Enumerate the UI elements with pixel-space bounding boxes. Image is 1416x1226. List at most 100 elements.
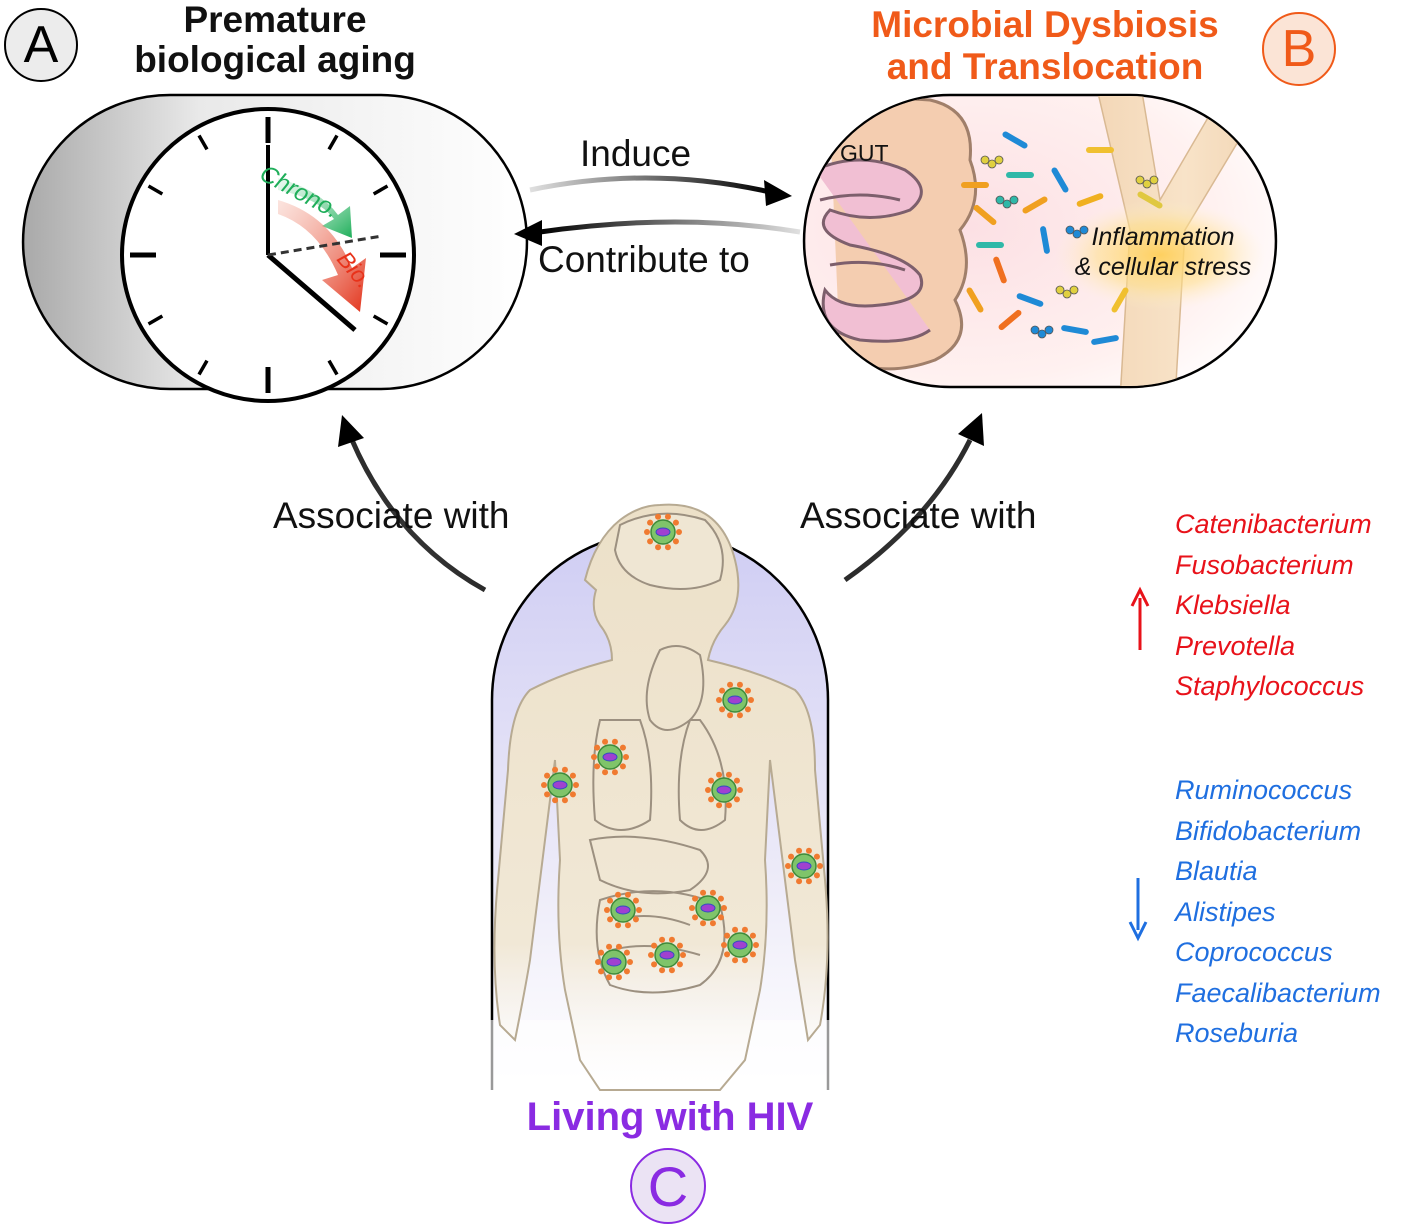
bacterium xyxy=(1006,172,1034,178)
coccus xyxy=(1069,285,1079,295)
clock-tick xyxy=(147,314,164,326)
badge-c: C xyxy=(630,1148,706,1224)
coccus xyxy=(1037,329,1047,339)
human-body xyxy=(493,503,829,1091)
hiv-virus-icon xyxy=(689,889,727,927)
arrow-associate-right xyxy=(843,413,984,583)
inflammation-line2: & cellular stress xyxy=(1074,253,1252,281)
clock-minute-hand xyxy=(266,253,357,332)
coccus xyxy=(1142,179,1152,189)
genus-item: Ruminococcus xyxy=(1175,775,1353,805)
coccus xyxy=(994,155,1004,165)
coccus xyxy=(987,159,997,169)
genus-item: Coprococcus xyxy=(1175,937,1333,967)
hiv-virus-icon xyxy=(644,513,682,551)
bacterium xyxy=(976,242,1004,248)
hiv-virus-icon xyxy=(591,738,629,776)
hiv-virus-particles xyxy=(541,513,823,981)
coccus xyxy=(1055,285,1065,295)
badge-b-letter: B xyxy=(1281,20,1317,78)
bacterium xyxy=(1086,147,1114,153)
badge-a: A xyxy=(4,8,78,82)
genus-item: Blautia xyxy=(1175,856,1258,886)
hiv-virus-icon xyxy=(648,936,686,974)
hiv-virus-icon xyxy=(541,766,579,804)
bacterium xyxy=(1051,167,1069,193)
clock-ticks xyxy=(130,117,406,393)
contribute-to-label: Contribute to xyxy=(538,239,750,280)
genus-item: Staphylococcus xyxy=(1175,671,1365,701)
clock-tick xyxy=(197,134,209,151)
genus-item: Fusobacterium xyxy=(1175,549,1354,580)
genus-item: Klebsiella xyxy=(1175,590,1291,620)
hiv-virus-icon xyxy=(604,891,642,929)
bacterium xyxy=(1022,196,1048,214)
bacterium xyxy=(961,182,989,188)
bacterium xyxy=(1076,193,1104,207)
inflammation-label: Inflammation & cellular stress xyxy=(1058,222,1268,282)
clock-tick xyxy=(197,359,209,376)
induce-label: Induce xyxy=(580,133,692,174)
panel-a-title-line1: Premature xyxy=(183,0,367,40)
panel-b-title-line1: Microbial Dysbiosis xyxy=(871,4,1219,45)
panel-b-gut-capsule xyxy=(802,93,1278,389)
genus-item: Prevotella xyxy=(1175,630,1296,661)
increase-arrow-icon xyxy=(1130,586,1150,650)
genus-item: Catenibacterium xyxy=(1175,509,1372,539)
associate-with-left-label: Associate with xyxy=(273,495,510,536)
coccus xyxy=(1079,225,1089,235)
blood-vessel xyxy=(1094,96,1275,386)
arrow-associate-left xyxy=(338,415,487,593)
hiv-virus-icon xyxy=(595,943,633,981)
badge-b: B xyxy=(1262,12,1336,86)
bacterium xyxy=(1061,325,1089,335)
bacteria-cluster xyxy=(961,131,1163,345)
bacterium xyxy=(1040,226,1050,254)
bacterium xyxy=(1016,293,1044,307)
coccus xyxy=(1030,325,1040,335)
coccus xyxy=(1009,195,1019,205)
badge-a-letter: A xyxy=(23,16,59,74)
panel-c-title: Living with HIV xyxy=(526,1095,814,1139)
panel-b-title: Microbial Dysbiosis and Translocation xyxy=(820,4,1270,88)
inflammation-glow xyxy=(1055,200,1265,310)
clock-tick xyxy=(372,314,389,326)
coccus xyxy=(1044,325,1054,335)
biological-clock xyxy=(120,107,416,403)
inflammation-line1: Inflammation xyxy=(1091,223,1235,251)
genus-item: Alistipes xyxy=(1175,896,1276,927)
bacterium xyxy=(998,309,1022,331)
coccus xyxy=(1072,229,1082,239)
hiv-virus-icon xyxy=(705,771,743,809)
panel-a-title-line2: biological aging xyxy=(134,39,416,80)
bacterium xyxy=(1137,191,1163,209)
clock-tick xyxy=(147,184,164,196)
coccus xyxy=(1002,199,1012,209)
decrease-arrow-icon xyxy=(1128,878,1148,942)
bacterium xyxy=(1111,287,1129,313)
genus-item: Bifidobacterium xyxy=(1175,815,1362,846)
associate-with-right-label: Associate with xyxy=(800,495,1037,536)
panel-b-title-line2: and Translocation xyxy=(886,46,1204,87)
hiv-virus-icon xyxy=(721,926,759,964)
genus-item: Faecalibacterium xyxy=(1175,977,1381,1008)
coccus xyxy=(995,195,1005,205)
bacterium xyxy=(1002,131,1028,149)
hiv-virus-icon xyxy=(716,681,754,719)
chrono-arrow xyxy=(278,178,352,238)
chrono-time-dashed-line xyxy=(267,234,383,257)
bacterium xyxy=(993,256,1007,284)
clock-tick xyxy=(372,184,389,196)
badge-c-letter: C xyxy=(647,1154,689,1218)
coccus xyxy=(1135,175,1145,185)
clock-tick xyxy=(327,359,339,376)
bacterium xyxy=(1091,335,1119,345)
arrow-contribute-to xyxy=(514,219,801,246)
coccus xyxy=(980,155,990,165)
hiv-virus-icon xyxy=(785,847,823,885)
coccus xyxy=(1149,175,1159,185)
